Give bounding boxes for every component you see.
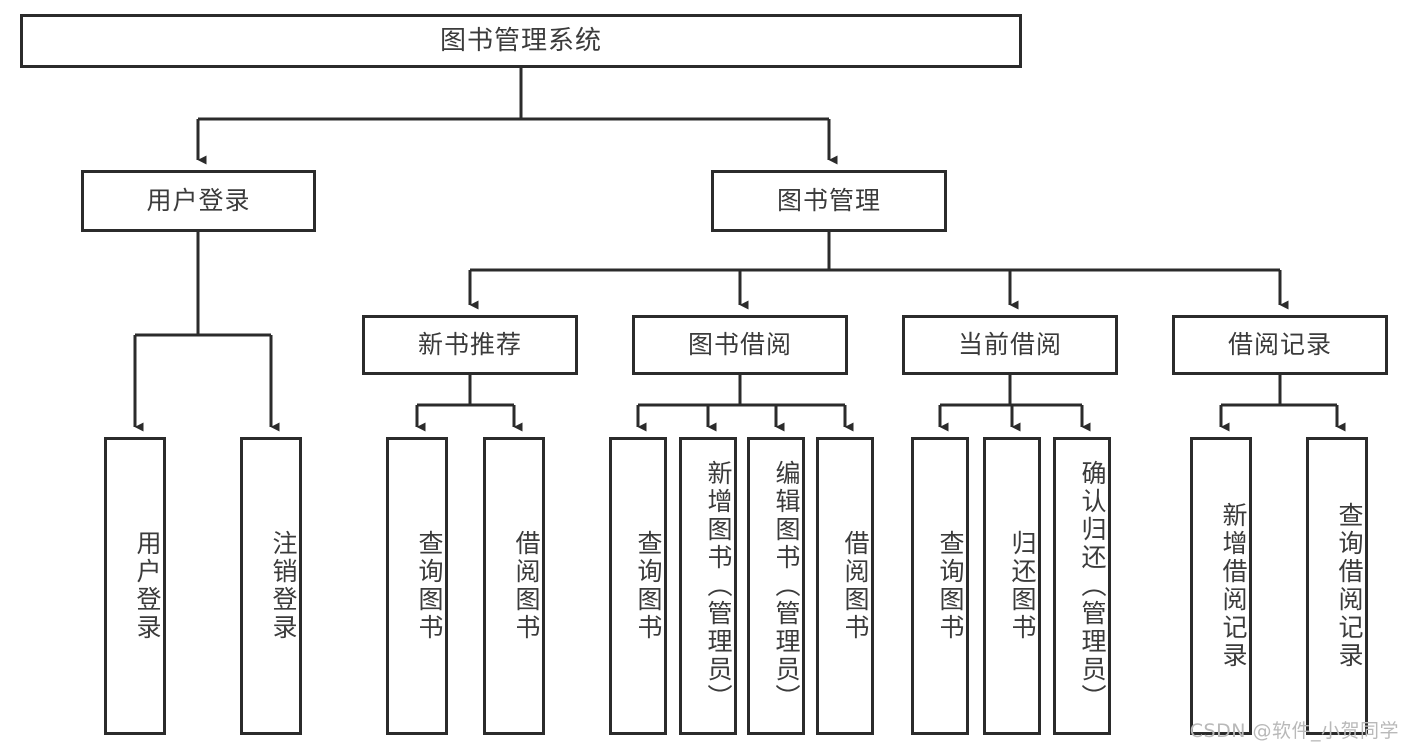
node-leaf-logout-login[interactable]: 注销登录 bbox=[240, 437, 302, 735]
node-leaf-return-book[interactable]: 归还图书 bbox=[983, 437, 1041, 735]
node-leaf-confirm-return-admin[interactable]: 确认归还（管理员） bbox=[1053, 437, 1111, 735]
node-current-borrow[interactable]: 当前借阅 bbox=[902, 315, 1118, 375]
watermark-text: CSDN @软件_小贺同学 bbox=[1189, 720, 1399, 742]
node-user-login[interactable]: 用户登录 bbox=[81, 170, 316, 232]
node-book-management[interactable]: 图书管理 bbox=[711, 170, 947, 232]
node-leaf-user-login[interactable]: 用户登录 bbox=[104, 437, 166, 735]
node-leaf-query-book-recommend[interactable]: 查询图书 bbox=[386, 437, 448, 735]
leaf-label: 注销登录 bbox=[269, 530, 298, 642]
node-borrow-record[interactable]: 借阅记录 bbox=[1172, 315, 1388, 375]
node-leaf-add-borrow-record[interactable]: 新增借阅记录 bbox=[1190, 437, 1252, 735]
leaf-label: 查询借阅记录 bbox=[1335, 502, 1364, 670]
leaf-label: 归还图书 bbox=[1008, 530, 1037, 642]
leaf-label: 新增借阅记录 bbox=[1219, 502, 1248, 670]
leaf-label: 新增图书（管理员） bbox=[704, 460, 733, 712]
node-book-borrow[interactable]: 图书借阅 bbox=[632, 315, 848, 375]
leaf-label: 用户登录 bbox=[133, 530, 162, 642]
leaf-label: 查询图书 bbox=[415, 530, 444, 642]
node-leaf-borrow-book-recommend[interactable]: 借阅图书 bbox=[483, 437, 545, 735]
node-leaf-borrow-book[interactable]: 借阅图书 bbox=[816, 437, 874, 735]
node-leaf-query-book-current[interactable]: 查询图书 bbox=[911, 437, 969, 735]
node-leaf-add-book-admin[interactable]: 新增图书（管理员） bbox=[679, 437, 737, 735]
node-new-book-recommend[interactable]: 新书推荐 bbox=[362, 315, 578, 375]
leaf-label: 确认归还（管理员） bbox=[1078, 460, 1107, 712]
leaf-label: 查询图书 bbox=[634, 530, 663, 642]
node-leaf-query-book-borrow[interactable]: 查询图书 bbox=[609, 437, 667, 735]
node-leaf-query-borrow-record[interactable]: 查询借阅记录 bbox=[1306, 437, 1368, 735]
leaf-label: 借阅图书 bbox=[841, 530, 870, 642]
leaf-label: 借阅图书 bbox=[512, 530, 541, 642]
leaf-label: 编辑图书（管理员） bbox=[772, 460, 801, 712]
leaf-label: 查询图书 bbox=[936, 530, 965, 642]
node-leaf-edit-book-admin[interactable]: 编辑图书（管理员） bbox=[747, 437, 805, 735]
node-root-book-management-system[interactable]: 图书管理系统 bbox=[20, 14, 1022, 68]
